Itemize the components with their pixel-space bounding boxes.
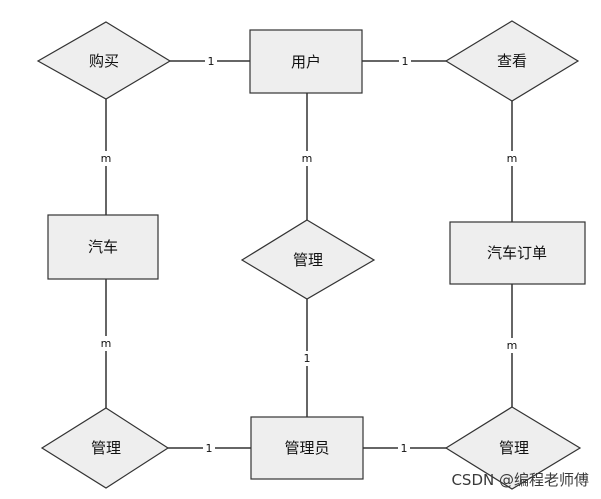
cardinality-manage-admin: 1 <box>304 352 311 365</box>
relationship-manage-right-label: 管理 <box>499 439 529 457</box>
relationship-view-label: 查看 <box>497 52 527 70</box>
cardinality-labels: 1 1 m m m m 1 m 1 1 <box>99 53 519 455</box>
relationship-manage-center: 管理 <box>240 219 376 300</box>
entity-admin: 管理员 <box>250 416 364 480</box>
relationship-manage-right: 管理 <box>444 406 582 490</box>
relationship-buy: 购买 <box>36 21 172 100</box>
cardinality-user-manage: m <box>302 152 313 165</box>
cardinality-order-manage: m <box>507 339 518 352</box>
entity-user: 用户 <box>249 29 363 94</box>
entity-user-label: 用户 <box>291 53 321 71</box>
entity-car-label: 汽车 <box>88 238 118 256</box>
entity-car-order-label: 汽车订单 <box>487 244 547 262</box>
cardinality-view-order: m <box>507 152 518 165</box>
cardinality-buy-user: 1 <box>208 55 215 68</box>
relationship-manage-left: 管理 <box>40 407 170 489</box>
relationship-buy-label: 购买 <box>89 52 119 70</box>
entity-admin-label: 管理员 <box>284 439 329 457</box>
cardinality-user-view: 1 <box>402 55 409 68</box>
cardinality-buy-car: m <box>101 152 112 165</box>
entity-car: 汽车 <box>47 214 159 280</box>
cardinality-car-manage: m <box>101 337 112 350</box>
entity-car-order: 汽车订单 <box>449 221 586 285</box>
cardinality-admin-manage-right: 1 <box>401 442 408 455</box>
watermark-text: CSDN @编程老师傅 <box>451 471 589 489</box>
relationship-manage-center-label: 管理 <box>293 251 323 269</box>
cardinality-manage-left-admin: 1 <box>206 442 213 455</box>
relationship-manage-left-label: 管理 <box>91 439 121 457</box>
relationship-view: 查看 <box>444 20 580 102</box>
